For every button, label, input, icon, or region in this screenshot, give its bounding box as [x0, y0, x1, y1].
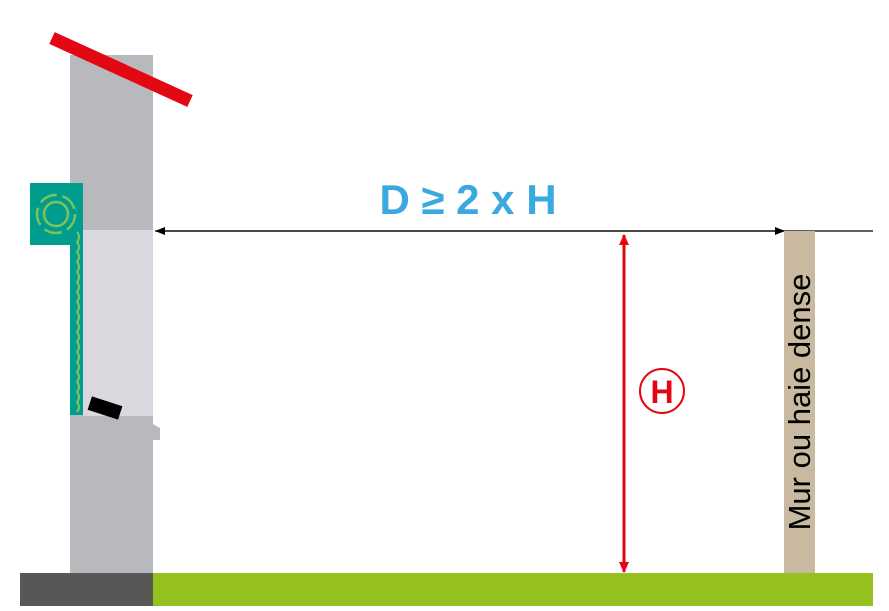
- distance-label: D ≥ 2 x H: [379, 176, 556, 223]
- window-sill: [83, 416, 160, 440]
- barrier-post: [784, 231, 815, 573]
- barrier-label: Mur ou haie dense: [782, 274, 817, 531]
- pavement: [20, 573, 153, 606]
- roof: [49, 32, 193, 107]
- grass: [153, 573, 873, 606]
- window-opening: [83, 230, 153, 416]
- roll-icon: [35, 193, 77, 235]
- height-badge: [639, 368, 685, 414]
- height-label: H: [650, 374, 673, 410]
- shutter-slats-icon: [75, 231, 80, 413]
- shutter-strip: [70, 245, 83, 415]
- outdoor-unit-icon: [87, 396, 123, 420]
